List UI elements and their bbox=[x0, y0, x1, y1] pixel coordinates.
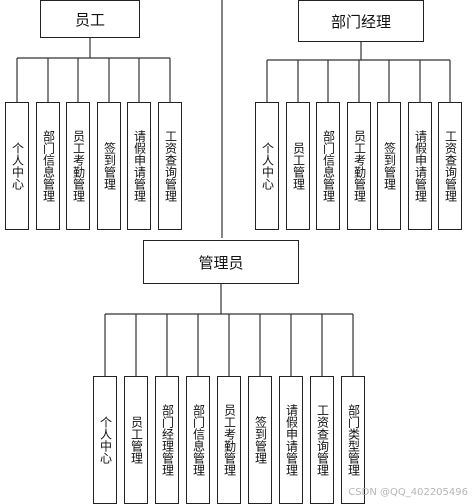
employee-module-label: 部门信息管理 bbox=[41, 130, 56, 202]
admin-module-label: 工资查询管理 bbox=[315, 404, 330, 476]
dept-manager-module-box: 个人中心 bbox=[255, 102, 279, 230]
admin-module-label: 部门信息管理 bbox=[191, 404, 206, 476]
dept-manager-connectors bbox=[266, 42, 451, 102]
employee-module-label: 个人中心 bbox=[10, 142, 25, 190]
dept-manager-module-box: 请假申请管理 bbox=[408, 102, 432, 230]
dept-manager-role-title: 部门经理 bbox=[330, 12, 391, 31]
admin-module-label: 签到管理 bbox=[253, 416, 268, 464]
dept-manager-module-label: 签到管理 bbox=[382, 142, 397, 190]
dept-manager-module-label: 工资查询管理 bbox=[443, 130, 458, 202]
admin-module-box: 员工管理 bbox=[124, 376, 148, 504]
admin-module-label: 请假申请管理 bbox=[284, 404, 299, 476]
admin-module-label: 员工考勤管理 bbox=[222, 404, 237, 476]
dept-manager-module-label: 请假申请管理 bbox=[413, 130, 428, 202]
admin-module-box: 部门信息管理 bbox=[186, 376, 210, 504]
watermark-text: CSDN @QQ_402205496 bbox=[348, 487, 468, 498]
admin-connectors bbox=[104, 284, 354, 376]
dept-manager-module-box: 工资查询管理 bbox=[438, 102, 462, 230]
dept-manager-module-label: 部门信息管理 bbox=[321, 130, 336, 202]
employee-module-label: 工资查询管理 bbox=[163, 130, 178, 202]
employee-connectors bbox=[16, 38, 171, 102]
dept-manager-module-label: 员工考勤管理 bbox=[352, 130, 367, 202]
dept-manager-module-label: 员工管理 bbox=[291, 142, 306, 190]
dept-manager-module-label: 个人中心 bbox=[260, 142, 275, 190]
employee-module-box: 签到管理 bbox=[97, 102, 121, 230]
admin-module-label: 个人中心 bbox=[98, 416, 113, 464]
employee-module-box: 工资查询管理 bbox=[158, 102, 182, 230]
admin-module-box: 工资查询管理 bbox=[310, 376, 334, 504]
employee-module-box: 部门信息管理 bbox=[36, 102, 60, 230]
employee-module-label: 员工考勤管理 bbox=[71, 130, 86, 202]
dept-manager-module-box: 员工管理 bbox=[286, 102, 310, 230]
admin-module-label: 部门类型管理 bbox=[346, 404, 361, 476]
dept-manager-role-box: 部门经理 bbox=[298, 0, 424, 42]
employee-module-box: 请假申请管理 bbox=[127, 102, 151, 230]
dept-manager-module-box: 签到管理 bbox=[377, 102, 401, 230]
employee-role-title: 员工 bbox=[74, 10, 105, 29]
admin-module-box: 请假申请管理 bbox=[279, 376, 303, 504]
admin-module-box: 签到管理 bbox=[248, 376, 272, 504]
dept-manager-module-box: 部门信息管理 bbox=[316, 102, 340, 230]
admin-module-label: 部门经理管理 bbox=[160, 404, 175, 476]
employee-module-label: 签到管理 bbox=[102, 142, 117, 190]
employee-module-box: 个人中心 bbox=[5, 102, 29, 230]
admin-role-title: 管理员 bbox=[198, 253, 244, 272]
admin-module-box: 部门类型管理 bbox=[341, 376, 365, 504]
admin-module-box: 员工考勤管理 bbox=[217, 376, 241, 504]
admin-module-box: 个人中心 bbox=[93, 376, 117, 504]
admin-module-box: 部门经理管理 bbox=[155, 376, 179, 504]
employee-module-box: 员工考勤管理 bbox=[66, 102, 90, 230]
employee-role-box: 员工 bbox=[40, 0, 140, 38]
dept-manager-module-box: 员工考勤管理 bbox=[347, 102, 371, 230]
admin-role-box: 管理员 bbox=[143, 240, 299, 284]
employee-module-label: 请假申请管理 bbox=[132, 130, 147, 202]
admin-module-label: 员工管理 bbox=[129, 416, 144, 464]
